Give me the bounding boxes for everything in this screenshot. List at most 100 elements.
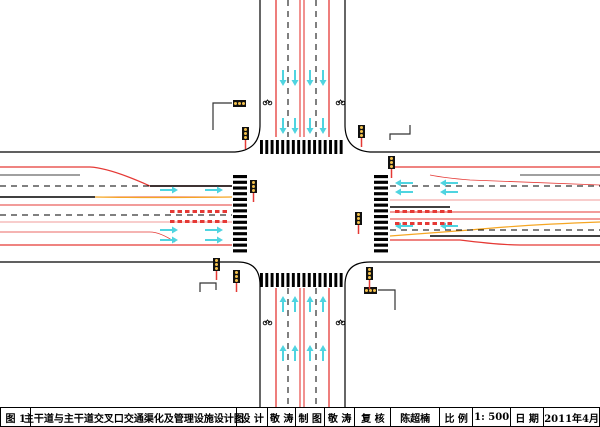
crosswalk-east: [374, 226, 388, 230]
signal-arm: [212, 102, 232, 130]
lane-arrow-icon: [306, 345, 314, 351]
crosswalk-west: [233, 226, 247, 230]
crosswalk-east: [374, 215, 388, 219]
date-value: 2011年4月: [544, 413, 599, 425]
crosswalk-west: [233, 175, 247, 179]
road-text-marking: [200, 220, 205, 223]
crosswalk-east: [374, 220, 388, 224]
crosswalk-east: [374, 192, 388, 196]
lane-red: [0, 231, 176, 243]
crosswalk-north: [270, 140, 274, 154]
signal-arm: [389, 125, 411, 140]
road-text-marking: [177, 210, 182, 213]
crosswalk-east: [374, 209, 388, 213]
crosswalk-south: [281, 273, 285, 287]
road-text-marking: [207, 210, 212, 213]
road-text-marking: [185, 210, 190, 213]
figure-number: 图 1: [1, 408, 32, 426]
crosswalk-west: [233, 209, 247, 213]
crosswalk-north: [275, 140, 279, 154]
traffic-signal-icon: [242, 127, 249, 149]
road-text-marking: [192, 210, 197, 213]
checker-name: 陈超楠: [391, 408, 441, 426]
crosswalk-east: [374, 243, 388, 247]
lane-arrow-icon: [217, 226, 223, 234]
lane-arrow-icon: [291, 128, 299, 134]
road-edge-ne: [344, 0, 600, 153]
crosswalk-north: [297, 140, 301, 154]
lane-arrow-icon: [395, 179, 401, 187]
lane-arrow-icon: [306, 296, 314, 302]
road-text-marking: [425, 210, 430, 213]
lane-arrow-icon: [279, 128, 287, 134]
crosswalk-north: [323, 140, 327, 154]
road-text-marking: [432, 210, 437, 213]
road-text-marking: [222, 210, 227, 213]
traffic-signal-icon: [233, 100, 246, 107]
road-text-marking: [222, 220, 227, 223]
road-text-marking: [395, 210, 400, 213]
crosswalk-west: [233, 197, 247, 201]
road-text-marking: [440, 210, 445, 213]
lane-arrow-icon: [279, 345, 287, 351]
curb-line: [0, 166, 232, 187]
crosswalk-north: [334, 140, 338, 154]
road-text-marking: [215, 210, 220, 213]
lane-arrow-icon: [217, 186, 223, 194]
crosswalk-south: [313, 273, 317, 287]
road-text-marking: [170, 210, 175, 213]
lane-arrow-icon: [319, 296, 327, 302]
traffic-signal-icon: [213, 258, 220, 280]
crosswalk-north: [302, 140, 306, 154]
crosswalk-north: [281, 140, 285, 154]
bicycle-icon: [335, 99, 346, 106]
crosswalk-east: [374, 237, 388, 241]
scale-label: 比 例: [440, 408, 474, 426]
lane-arrow-icon: [172, 226, 178, 234]
road-text-markings: [170, 210, 452, 225]
crosswalk-north: [313, 140, 317, 154]
bicycle-icon: [262, 319, 273, 326]
road-text-marking: [200, 210, 205, 213]
channel-line: [389, 221, 600, 237]
lane-arrow-icon: [291, 80, 299, 86]
crosswalk-north: [339, 140, 343, 154]
crosswalk-east: [374, 232, 388, 236]
road-text-marking: [402, 222, 407, 225]
road-text-marking: [410, 210, 415, 213]
crosswalk-west: [233, 243, 247, 247]
checker-label: 复 核: [355, 408, 392, 426]
crosswalk-west: [233, 237, 247, 241]
road-text-marking: [432, 222, 437, 225]
lane-arrow-icon: [395, 188, 401, 196]
crosswalk-south: [260, 273, 263, 287]
road-text-marking: [395, 222, 400, 225]
road-text-marking: [447, 210, 452, 213]
crosswalk-west: [233, 220, 247, 224]
crosswalk-north: [286, 140, 290, 154]
lane-markings: [0, 0, 600, 407]
lane-arrow-icon: [279, 80, 287, 86]
road-text-marking: [410, 222, 415, 225]
bicycle-icon: [335, 319, 346, 326]
curb-line: [390, 239, 600, 246]
crosswalk-east: [374, 249, 388, 253]
traffic-signal-icon: [233, 270, 240, 292]
bicycle-markings: [262, 99, 346, 326]
traffic-signal-icon: [355, 212, 362, 234]
crosswalk-south: [265, 273, 269, 287]
crosswalk-south: [318, 273, 322, 287]
crosswalk-south: [275, 273, 279, 287]
road-text-marking: [402, 210, 407, 213]
lane-arrow-icon: [217, 236, 223, 244]
crosswalk-south: [339, 273, 343, 287]
road-text-marking: [215, 220, 220, 223]
lane-arrow-icon: [172, 186, 178, 194]
traffic-signal-icon: [250, 180, 257, 202]
road-text-marking: [417, 222, 422, 225]
traffic-signals: [199, 100, 411, 310]
lane-arrow-icon: [291, 296, 299, 302]
crosswalk-west: [233, 180, 247, 184]
road-text-marking: [207, 220, 212, 223]
